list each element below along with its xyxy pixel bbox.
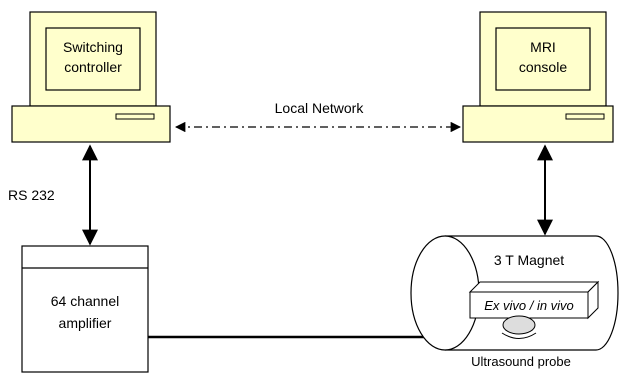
mri-console-drive-slot [565,113,605,120]
mri-console-label-line2: console [519,59,567,75]
mri-console-label-line1: MRI [530,39,556,55]
magnet-label: 3 T Magnet [494,252,564,268]
switching-controller-label-line1: Switching [63,39,123,55]
probe-head [502,315,536,335]
ultrasound-probe [501,315,537,339]
rs232-label: RS 232 [8,187,55,203]
amplifier-label-line1: 64 channel [51,293,120,309]
probe-base [501,332,537,339]
switching-controller-drive-slot [115,113,155,120]
local-network-label: Local Network [275,100,365,116]
switching-controller-label-line2: controller [64,59,122,75]
switching-controller-computer: Switching controller [11,11,171,143]
switching-controller-base [11,105,171,143]
sample-label: Ex vivo / in vivo [484,298,574,313]
mri-console-computer: MRI console [462,11,614,143]
sample-box: Ex vivo / in vivo [468,280,600,320]
magnet-bore-opening [410,235,480,351]
sample-box-top [468,281,600,293]
probe-label: Ultrasound probe [471,354,571,369]
mri-console-screen [495,27,591,91]
switching-controller-screen [45,27,141,91]
amplifier-label-line2: amplifier [59,315,112,331]
amplifier-box: 64 channel amplifier [21,245,149,373]
sample-box-front [469,291,589,319]
amplifier-outline [21,245,149,373]
mri-console-base [462,105,614,143]
